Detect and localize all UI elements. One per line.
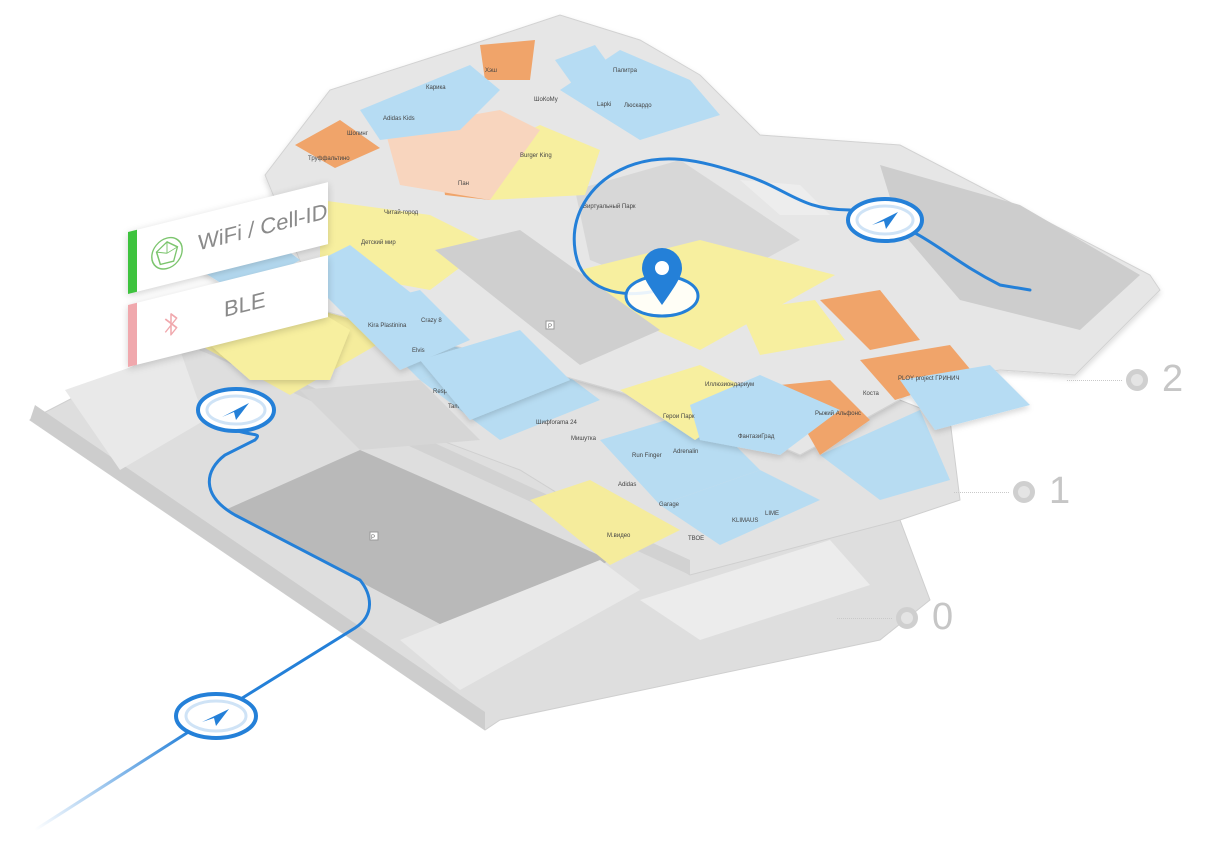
- parking-sign-0: [369, 531, 379, 541]
- position-marker-floor1[interactable]: [196, 387, 276, 433]
- floor-2-dot-icon: [1126, 368, 1148, 391]
- food-top: [480, 40, 535, 80]
- arrow-icon: [222, 403, 249, 420]
- store-label-shokomy: ШоКоМу: [534, 97, 558, 103]
- store-label-klimaus: KLIMAUS: [732, 518, 758, 524]
- arrow-icon: [202, 709, 229, 726]
- store-label-truffaltino: Труффальтино: [308, 156, 350, 162]
- shops-cluster-2a: [360, 65, 500, 140]
- shops-cluster-2d: [340, 290, 470, 370]
- parking-deck-2: [880, 165, 1140, 330]
- parking-sign-2: [545, 320, 555, 330]
- floor-0-label: 0: [932, 596, 954, 638]
- bluetooth-icon: [164, 313, 178, 336]
- parking-label-2: P: [548, 324, 552, 330]
- floor-2-leader: [1067, 379, 1122, 381]
- floor-level-1[interactable]: 1: [954, 470, 1071, 513]
- store-label-adrenalin: Adrenalin: [673, 449, 698, 455]
- store-label-adidas: Adidas: [618, 482, 636, 488]
- store-label-pan: Пан: [458, 181, 469, 187]
- wifi-accent-bar: [128, 229, 137, 294]
- store-label-burger-king: Burger King: [520, 153, 552, 159]
- ble-accent-bar: [128, 302, 137, 367]
- floor-0-leader: [837, 617, 892, 619]
- store-label-shopping: Шопинг: [347, 131, 369, 137]
- shops-cluster-1e: [820, 410, 950, 500]
- store-label-mishutka: Мишутка: [571, 436, 597, 442]
- store-label-kira-plastinina: Kira Plastinina: [368, 323, 407, 329]
- store-label-karika: Карика: [426, 85, 446, 91]
- floor-0-dot-icon: [896, 606, 918, 629]
- store-label-virtual-park: Виртуальный Парк: [583, 203, 636, 210]
- shops-cluster-1d: [660, 470, 820, 545]
- position-marker-floor2[interactable]: [846, 197, 924, 243]
- shops-fantazigrad: [690, 375, 840, 455]
- anchor-store-mvideo: [530, 480, 680, 565]
- food-right-2: [860, 345, 975, 400]
- anchor-store-geroi-park: [620, 365, 760, 440]
- position-marker-ground[interactable]: [174, 692, 258, 740]
- store-label-fantazigrad: ФантазиГрад: [738, 434, 775, 440]
- floor-1-label: 1: [1049, 470, 1071, 512]
- store-label-adidas-kids: Adidas Kids: [383, 116, 415, 122]
- store-label-chitay-gorod: Читай-город: [384, 209, 419, 216]
- food-truffaltino: [295, 120, 380, 168]
- parking-label-0: P: [371, 535, 375, 541]
- store-label-run-finger: Run Finger: [632, 453, 662, 459]
- destination-pin[interactable]: [624, 248, 700, 318]
- map-pin-icon: [642, 248, 682, 305]
- corridor-2: [435, 230, 660, 365]
- arrow-icon: [872, 212, 898, 229]
- store-label-ryzhiy: Рыжий Альфонс: [815, 410, 861, 417]
- wifi-cell-id-card[interactable]: WiFi / Cell-ID: [128, 182, 328, 294]
- parking-area-0: [225, 450, 610, 640]
- store-label-elvis: Elvis: [412, 348, 425, 354]
- ble-card-label: BLE: [224, 286, 266, 323]
- store-label-tsve: ТВОЕ: [688, 536, 704, 542]
- store-label-palitra: Палитра: [613, 68, 638, 74]
- store-label-ploy-project: PLOY project ГРИНИЧ: [898, 376, 959, 382]
- shops-cluster-2e: [420, 330, 570, 420]
- store-label-crazy8: Crazy 8: [421, 318, 442, 324]
- store-label-illusion: Иллюзиондариум: [705, 382, 754, 388]
- floor-1-leader: [954, 491, 1009, 493]
- store-label-kosta: Коста: [863, 391, 880, 397]
- food-right-1: [820, 290, 920, 350]
- store-label-tamaris: Tamaris: [448, 404, 469, 410]
- store-label-garage: Garage: [659, 502, 680, 508]
- floor-level-2[interactable]: 2: [1067, 358, 1184, 401]
- wifi-network-icon: [151, 236, 183, 270]
- store-label-shifforama: Шифforama 24: [536, 420, 577, 426]
- store-label-detskiy-mir: Детский мир: [361, 239, 396, 246]
- ble-card[interactable]: BLE: [128, 255, 328, 367]
- store-label-hash: Хэш: [485, 68, 497, 74]
- floor-2-label: 2: [1162, 358, 1184, 400]
- floor-level-0[interactable]: 0: [837, 596, 954, 639]
- store-label-geroi-park: Герои Парк: [663, 414, 695, 420]
- store-label-lyuskardo: Люскардо: [624, 103, 652, 109]
- store-label-lapki: Lapki: [597, 102, 611, 108]
- navigation-route: [33, 403, 371, 832]
- store-label-lime: LIME: [765, 511, 779, 517]
- store-label-respect: Respect: [433, 389, 455, 395]
- floor-1-dot-icon: [1013, 480, 1035, 503]
- store-label-mvideo: М.видео: [607, 533, 631, 539]
